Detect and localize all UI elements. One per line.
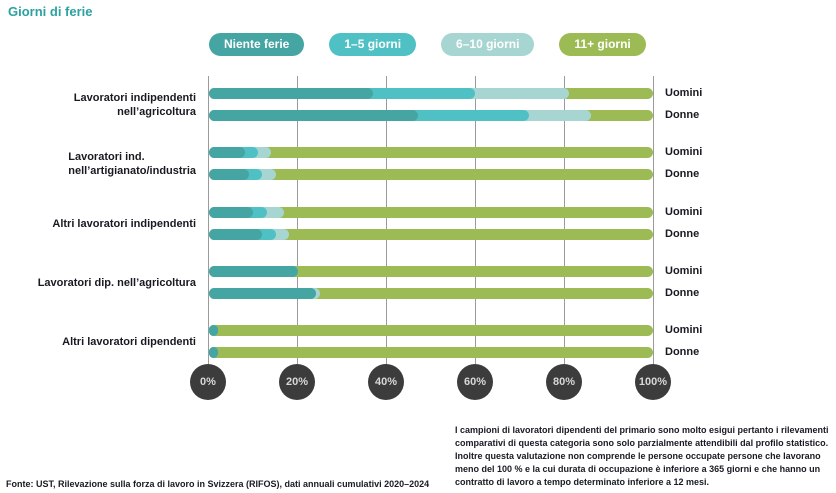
category-label-line: nell’artigianato/industria xyxy=(68,165,196,177)
category-label-altri-lavoratori-dipendenti: Altri lavoratori dipendenti xyxy=(0,335,196,349)
bar-segment-11-giorni xyxy=(209,347,653,358)
gridline-20 xyxy=(297,76,298,367)
legend-pill-6-10-giorni: 6–10 giorni xyxy=(441,33,535,56)
source-note: Fonte: UST, Rilevazione sulla forza di l… xyxy=(6,479,430,489)
axis-tick-label: 60% xyxy=(463,376,487,388)
row-label-uomini: Uomini xyxy=(665,324,703,336)
bar-segment-niente-ferie xyxy=(209,325,218,336)
footnote: I campioni di lavoratori dipendenti del … xyxy=(455,425,829,487)
bar-segment-niente-ferie xyxy=(209,169,249,180)
row-label-donne: Donne xyxy=(665,168,700,180)
legend: Niente ferie 1–5 giorni 6–10 giorni 11+ gio… xyxy=(209,33,646,56)
axis-tick-60: 60% xyxy=(457,364,493,400)
bar-segment-11-giorni xyxy=(209,325,653,336)
bar-lavoratori-ind-uomini xyxy=(209,147,653,158)
bar-segment-niente-ferie xyxy=(209,110,418,121)
category-label-altri-lavoratori-indipendenti: Altri lavoratori indipendenti xyxy=(0,217,196,231)
category-label-line: Lavoratori indipendenti xyxy=(73,92,196,104)
bar-lavoratori-dip-nell-agricoltura-uomini xyxy=(209,266,653,277)
bar-segment-11-giorni xyxy=(209,266,653,277)
row-label-uomini: Uomini xyxy=(665,206,703,218)
bar-segment-niente-ferie xyxy=(209,347,218,358)
axis-tick-label: 0% xyxy=(200,376,216,388)
gridline-60 xyxy=(475,76,476,367)
axis-tick-100: 100% xyxy=(635,364,671,400)
bar-segment-niente-ferie xyxy=(209,88,373,99)
legend-pill-1-5-giorni: 1–5 giorni xyxy=(329,33,417,56)
bar-segment-11-giorni xyxy=(209,207,653,218)
bar-altri-lavoratori-indipendenti-uomini xyxy=(209,207,653,218)
bar-lavoratori-indipendenti-donne xyxy=(209,110,653,121)
bar-segment-niente-ferie xyxy=(209,266,298,277)
axis-tick-label: 40% xyxy=(374,376,398,388)
bar-segment-11-giorni xyxy=(209,169,653,180)
bar-segment-11-giorni xyxy=(209,147,653,158)
legend-pill-niente-ferie: Niente ferie xyxy=(209,33,305,56)
axis-tick-40: 40% xyxy=(368,364,404,400)
axis-tick-label: 100% xyxy=(638,376,668,388)
category-label-line: Altri lavoratori indipendenti xyxy=(52,218,196,230)
category-label-line: Altri lavoratori dipendenti xyxy=(62,336,196,348)
row-label-donne: Donne xyxy=(665,346,700,358)
bar-segment-niente-ferie xyxy=(209,207,253,218)
bar-lavoratori-ind-donne xyxy=(209,169,653,180)
row-label-uomini: Uomini xyxy=(665,146,703,158)
axis-tick-0: 0% xyxy=(190,364,226,400)
gridline-0 xyxy=(208,76,209,367)
bar-altri-lavoratori-indipendenti-donne xyxy=(209,229,653,240)
bar-segment-niente-ferie xyxy=(209,229,262,240)
bar-lavoratori-dip-nell-agricoltura-donne xyxy=(209,288,653,299)
gridline-40 xyxy=(386,76,387,367)
bar-segment-niente-ferie xyxy=(209,147,245,158)
row-label-donne: Donne xyxy=(665,228,700,240)
category-label-line: nell’agricoltura xyxy=(117,106,196,118)
bar-segment-11-giorni xyxy=(209,229,653,240)
category-label-lavoratori-ind: Lavoratori ind. nell’artigianato/industri… xyxy=(0,150,196,178)
chart-title: Giorni di ferie xyxy=(8,4,93,19)
bar-segment-11-giorni xyxy=(209,288,653,299)
axis-tick-20: 20% xyxy=(279,364,315,400)
axis-tick-80: 80% xyxy=(546,364,582,400)
bar-altri-lavoratori-dipendenti-donne xyxy=(209,347,653,358)
row-label-uomini: Uomini xyxy=(665,87,703,99)
category-label-lavoratori-dip-nell-agricoltura: Lavoratori dip. nell’agricoltura xyxy=(0,276,196,290)
category-label-line: Lavoratori ind. xyxy=(68,151,145,163)
bar-lavoratori-indipendenti-uomini xyxy=(209,88,653,99)
row-label-donne: Donne xyxy=(665,287,700,299)
legend-pill-11-giorni: 11+ giorni xyxy=(559,33,646,56)
gridline-100 xyxy=(653,76,654,367)
bar-altri-lavoratori-dipendenti-uomini xyxy=(209,325,653,336)
gridline-80 xyxy=(564,76,565,367)
axis-tick-label: 80% xyxy=(552,376,576,388)
bar-segment-niente-ferie xyxy=(209,288,316,299)
row-label-uomini: Uomini xyxy=(665,265,703,277)
category-label-line: Lavoratori dip. nell’agricoltura xyxy=(37,277,196,289)
axis-tick-label: 20% xyxy=(285,376,309,388)
row-label-donne: Donne xyxy=(665,109,700,121)
category-label-lavoratori-indipendenti: Lavoratori indipendenti nell’agricoltura xyxy=(0,91,196,119)
